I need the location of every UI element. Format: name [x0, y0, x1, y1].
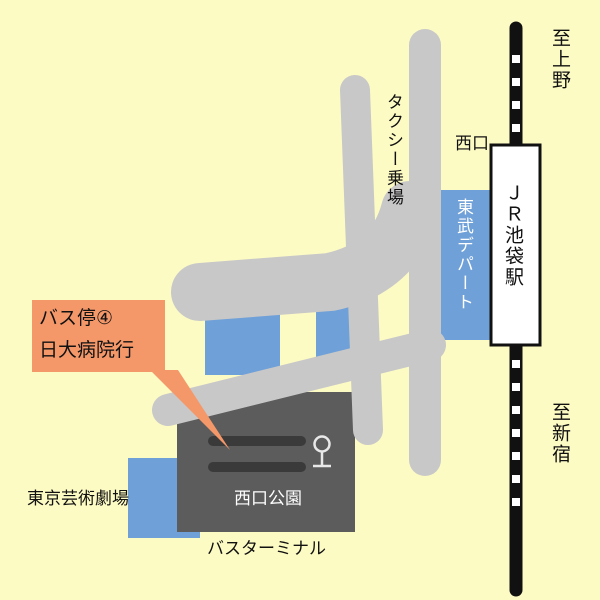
- bus-stop-pin-icon: [313, 435, 331, 468]
- roads: [152, 29, 446, 476]
- bus-lane-upper: [208, 436, 306, 446]
- bus-lane-lower: [208, 462, 306, 472]
- bus-terminal-label: バスターミナル: [207, 539, 326, 559]
- taxi-stand-label: タクシー乗場: [383, 93, 403, 207]
- to-ueno-label: 至上野: [549, 28, 571, 91]
- west-park-label: 西口公園: [234, 489, 302, 509]
- to-shinjuku-label: 至新宿: [549, 402, 571, 465]
- west-exit-label: 西口: [455, 134, 489, 154]
- bus-stop-number-label: バス停④: [39, 307, 114, 329]
- tobu-department-store-label: 東武デパート: [453, 198, 473, 312]
- jr-ikebukuro-station-box: [489, 143, 542, 347]
- road-diagonal: [152, 329, 446, 426]
- tokyo-metropolitan-theatre-label: 東京芸術劇場: [27, 489, 129, 509]
- bus-stop-destination-label: 日大病院行: [39, 339, 135, 361]
- tobu-department-store-building: [440, 190, 490, 340]
- road-upper-curve: [171, 181, 439, 321]
- bus-stop-callout-box: [32, 300, 165, 372]
- bus-stop-callout-pointer: [150, 370, 230, 450]
- jr-ikebukuro-station-label: ＪＲ池袋駅: [502, 183, 524, 288]
